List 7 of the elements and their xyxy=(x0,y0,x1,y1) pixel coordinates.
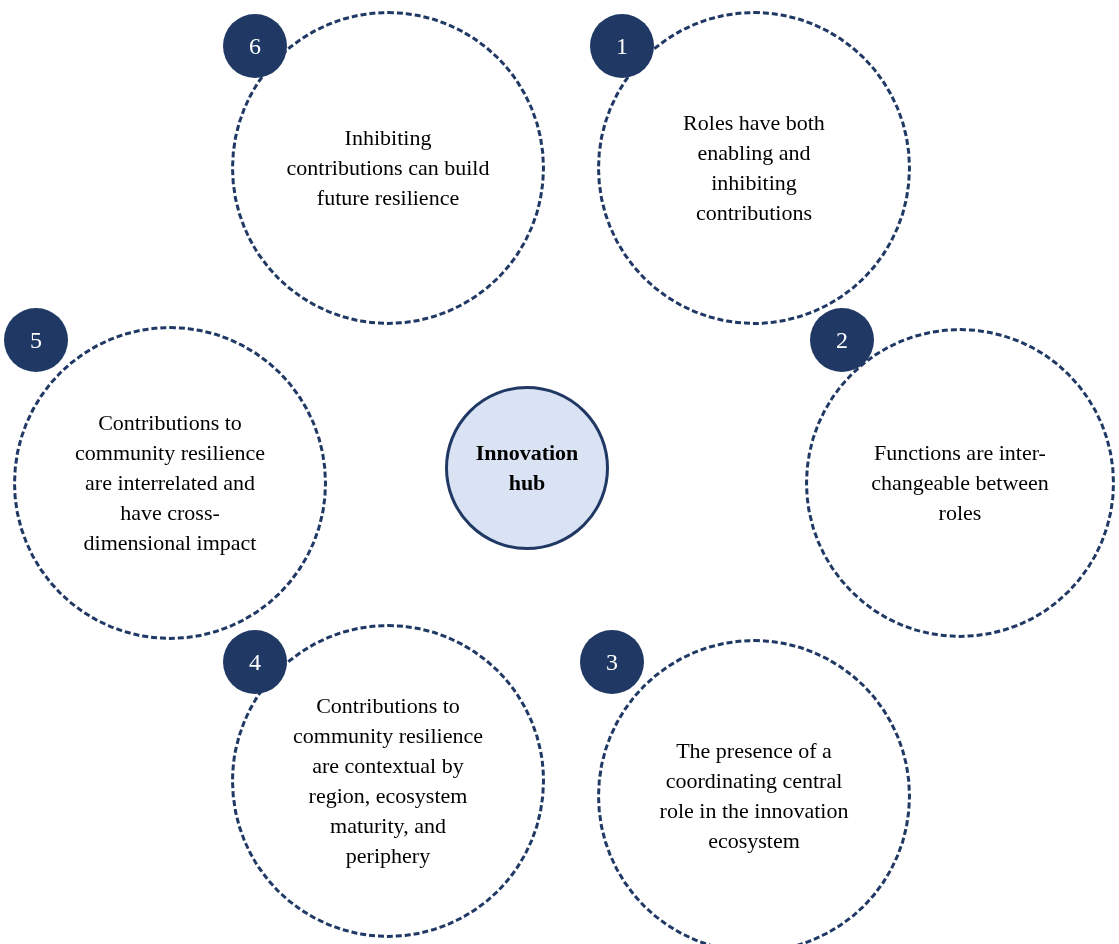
number-badge: 1 xyxy=(590,14,654,78)
number-badge: 5 xyxy=(4,308,68,372)
hub-circle: Innovation hub xyxy=(445,386,609,550)
number-badge: 6 xyxy=(223,14,287,78)
number-badge: 4 xyxy=(223,630,287,694)
number-badge: 3 xyxy=(580,630,644,694)
number-badge: 2 xyxy=(810,308,874,372)
